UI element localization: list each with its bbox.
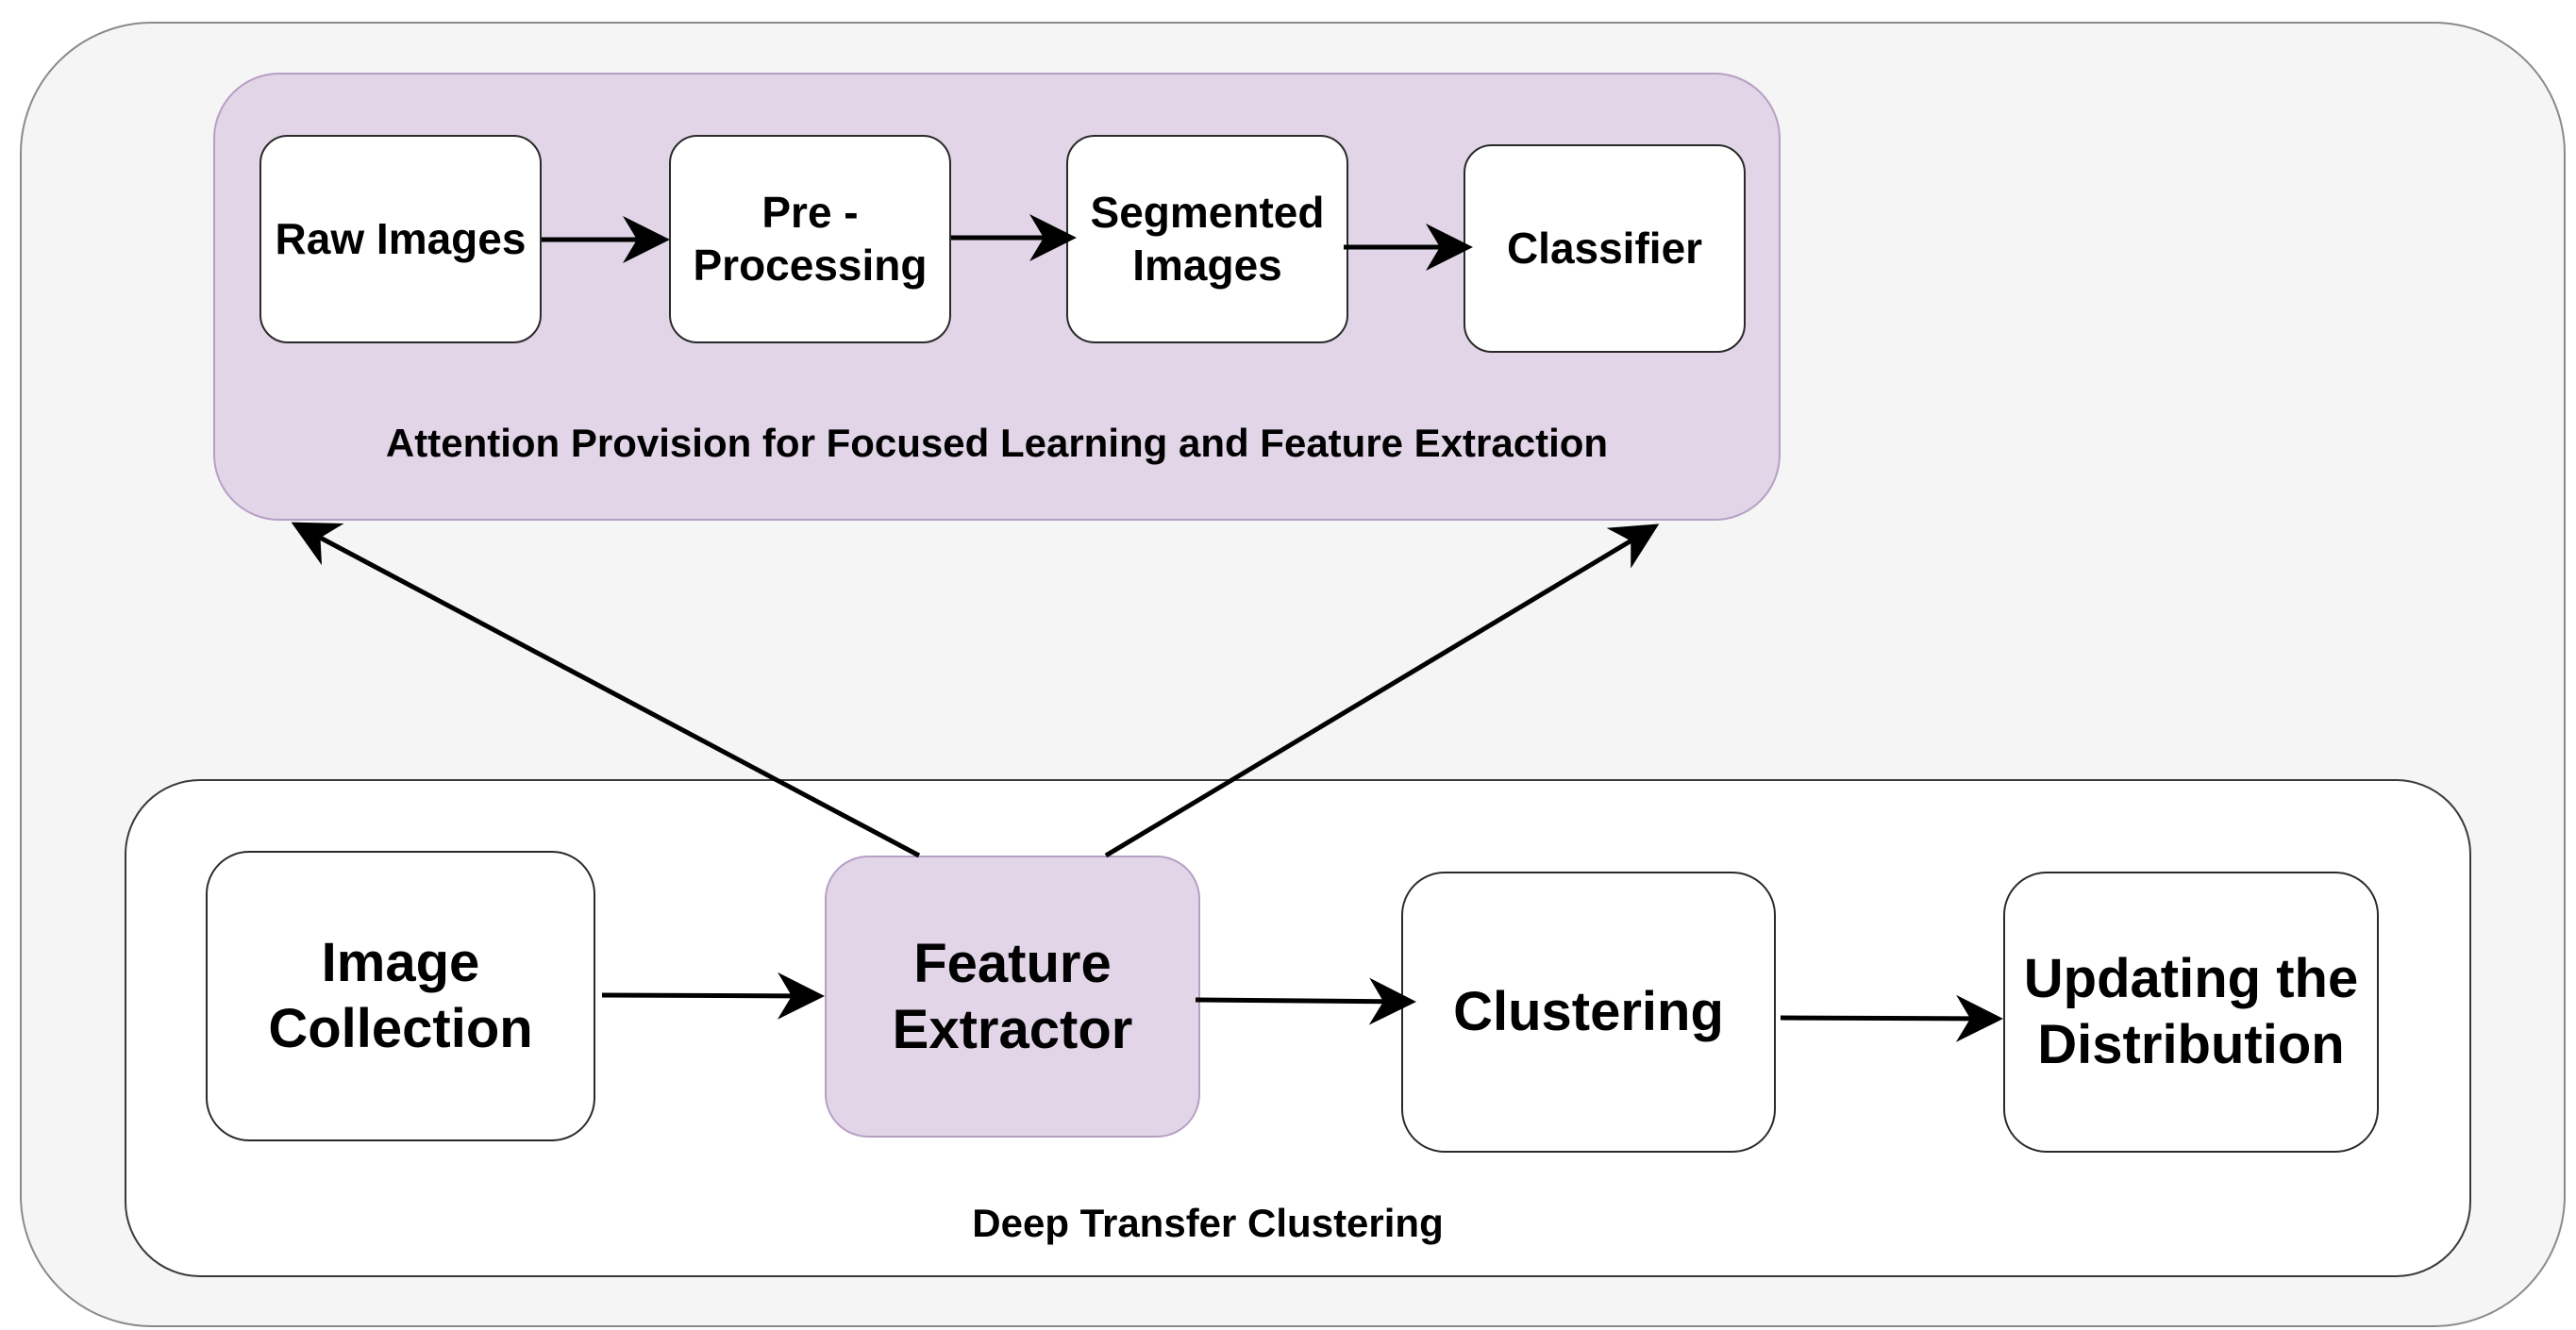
segmented-images-node: Segmented Images	[1066, 135, 1348, 343]
classifier-node: Classifier	[1464, 144, 1746, 353]
attention-provision-label: Attention Provision for Focused Learning…	[385, 421, 1609, 465]
image-collection-node: Image Collection	[206, 851, 595, 1141]
clustering-node: Clustering	[1401, 872, 1776, 1153]
feature-extractor-node: Feature Extractor	[825, 856, 1200, 1138]
updating-distribution-node: Updating the Distribution	[2003, 872, 2379, 1153]
deep-transfer-clustering-label: Deep Transfer Clustering	[972, 1201, 1444, 1245]
pre-processing-node: Pre - Processing	[669, 135, 951, 343]
raw-images-node: Raw Images	[259, 135, 542, 343]
